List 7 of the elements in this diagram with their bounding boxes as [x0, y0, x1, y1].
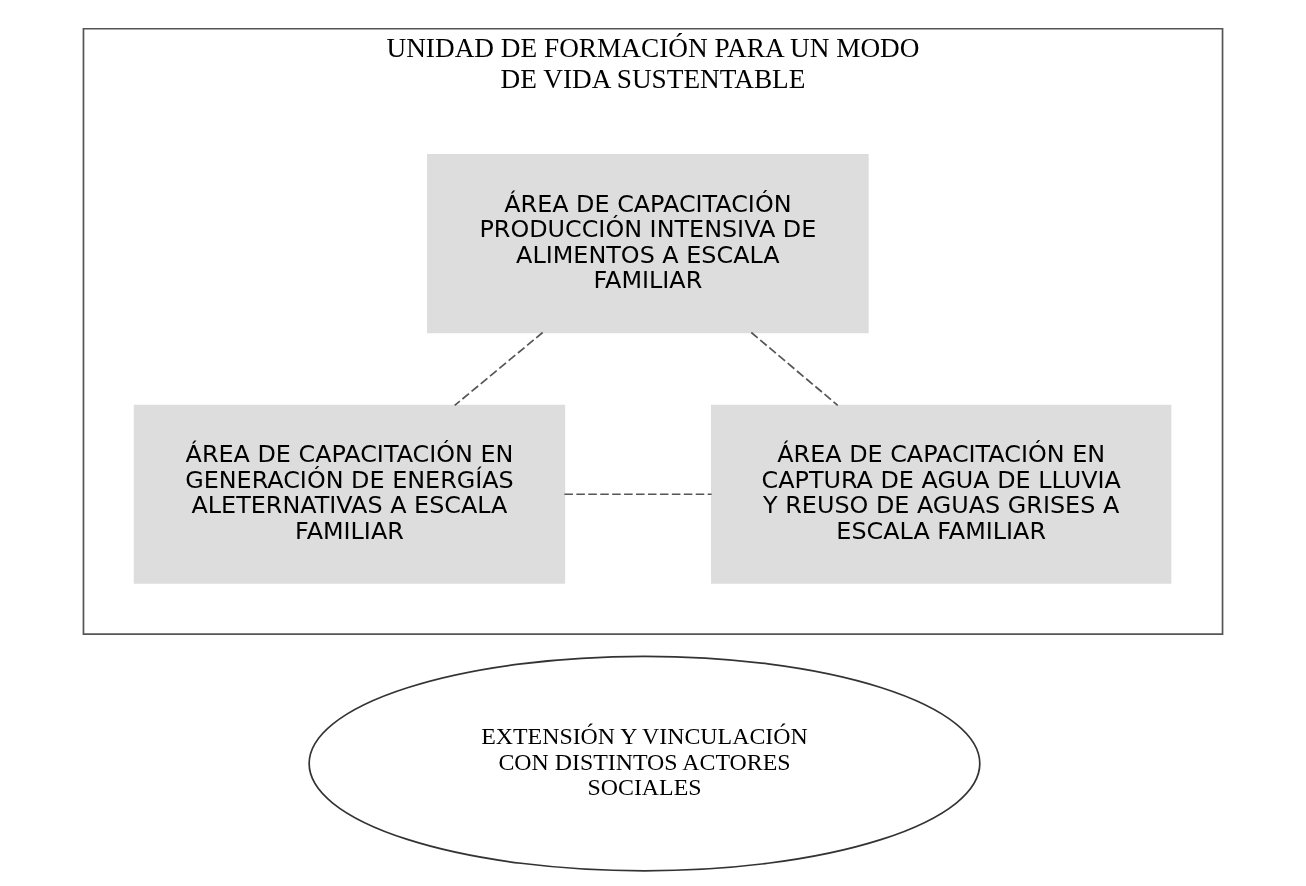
- node-box: ÁREA DE CAPACITACIÓN EN GENERACIÓN DE ENERGÍAS ALETERNATIVAS A ESCALA FAMILIAR: [133, 404, 566, 584]
- connector: [453, 331, 544, 407]
- connector: [750, 331, 839, 407]
- node-box: ÁREA DE CAPACITACIÓN PRODUCCIÓN INTENSIVA DE ALIMENTOS A ESCALA FAMILIAR: [427, 154, 869, 334]
- node-ellipse: EXTENSIÓN Y VINCULACIÓN CON DISTINTOS ACTORES SOCIALES: [308, 655, 981, 872]
- connector: [563, 493, 713, 496]
- node-box: ÁREA DE CAPACITACIÓN EN CAPTURA DE AGUA DE LLUVIA Y REUSO DE AGUAS GRISES A ESCALA FAMILIAR: [710, 404, 1172, 584]
